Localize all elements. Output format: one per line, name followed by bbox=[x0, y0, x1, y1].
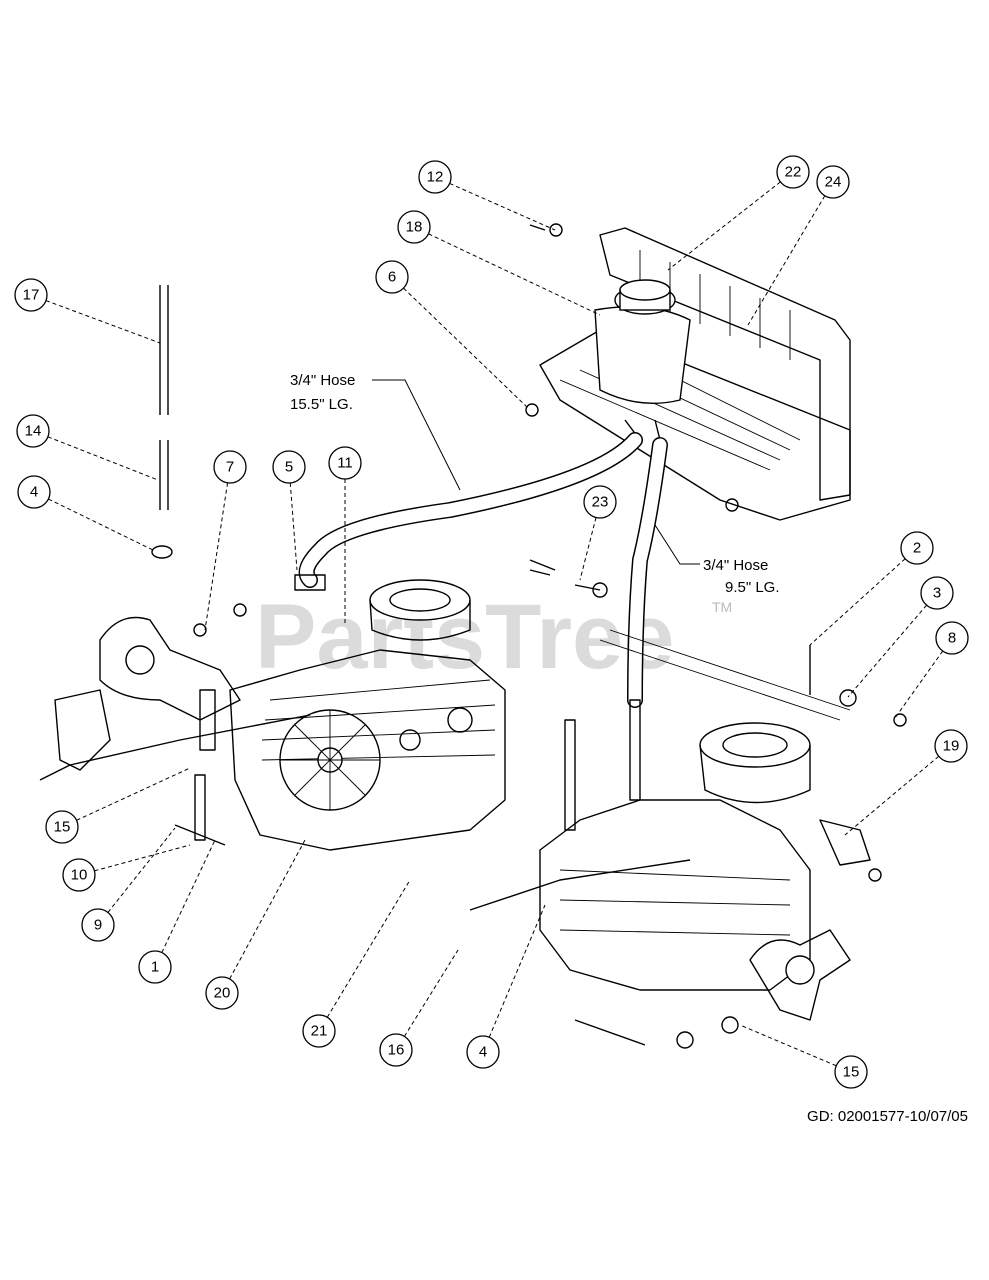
callout-circle bbox=[302, 1014, 336, 1048]
hose-short-line2: 9.5" LG. bbox=[725, 579, 780, 596]
callout-circle bbox=[375, 260, 409, 294]
callout-leader bbox=[161, 839, 216, 953]
callout-leader bbox=[894, 650, 944, 719]
callout-circle bbox=[816, 165, 850, 199]
callout-circle bbox=[16, 414, 50, 448]
callout-number: 19 bbox=[943, 738, 960, 755]
callout-number: 22 bbox=[785, 164, 802, 181]
callout-circle bbox=[213, 450, 247, 484]
callout-circle bbox=[834, 1055, 868, 1089]
callout-number: 2 bbox=[913, 540, 921, 557]
callout-leader bbox=[48, 498, 156, 552]
callout-number: 23 bbox=[592, 494, 609, 511]
callout-leader bbox=[107, 827, 176, 913]
callout-circle bbox=[466, 1035, 500, 1069]
callout-leader bbox=[403, 287, 529, 409]
callout-number: 6 bbox=[388, 269, 396, 286]
callout-circle bbox=[138, 950, 172, 984]
callout-number: 5 bbox=[285, 459, 293, 476]
callout-circle bbox=[45, 810, 79, 844]
callout-number: 15 bbox=[54, 819, 71, 836]
callout-leader bbox=[667, 181, 781, 271]
callout-circle bbox=[397, 210, 431, 244]
callout-circle bbox=[920, 576, 954, 610]
callout-number: 18 bbox=[406, 219, 423, 236]
callout-circle bbox=[62, 858, 96, 892]
callout-circle bbox=[935, 621, 969, 655]
callout-leader bbox=[76, 767, 191, 821]
callout-number: 4 bbox=[479, 1044, 487, 1061]
hose-long-line2: 15.5" LG. bbox=[290, 396, 353, 413]
callout-number: 7 bbox=[226, 459, 234, 476]
footer-code: GD: 02001577-10/07/05 bbox=[807, 1108, 968, 1125]
callout-leader bbox=[326, 879, 411, 1018]
reservoir-assembly bbox=[539, 227, 851, 521]
callout-number: 10 bbox=[71, 867, 88, 884]
right-transaxle bbox=[469, 629, 871, 1046]
callout-circle bbox=[900, 531, 934, 565]
callout-leader bbox=[809, 558, 906, 646]
hoses bbox=[294, 432, 668, 708]
callout-leader bbox=[739, 1024, 837, 1067]
callout-leader bbox=[94, 844, 191, 872]
callout-leader bbox=[488, 904, 546, 1038]
callout-number: 21 bbox=[311, 1023, 328, 1040]
callout-leader bbox=[204, 482, 229, 631]
callout-number: 24 bbox=[825, 174, 842, 191]
callout-circle bbox=[272, 450, 306, 484]
hose-short-line1: 3/4" Hose bbox=[703, 557, 768, 574]
callout-leader bbox=[449, 183, 556, 231]
callout-leader bbox=[428, 233, 601, 316]
callout-leader bbox=[847, 604, 927, 698]
callout-number: 3 bbox=[933, 585, 941, 602]
callout-circle bbox=[205, 976, 239, 1010]
callout-circle bbox=[418, 160, 452, 194]
callout-circle bbox=[776, 155, 810, 189]
callout-number: 12 bbox=[427, 169, 444, 186]
callout-circle bbox=[328, 446, 362, 480]
callout-circle bbox=[379, 1033, 413, 1067]
callout-leader bbox=[404, 949, 459, 1037]
callout-circle bbox=[81, 908, 115, 942]
callout-leader bbox=[47, 436, 159, 481]
callout-number: 8 bbox=[948, 630, 956, 647]
callout-number: 11 bbox=[337, 455, 353, 472]
callout-number: 17 bbox=[23, 287, 40, 304]
callout-leader bbox=[747, 195, 826, 326]
callout-circle bbox=[583, 485, 617, 519]
left-transaxle bbox=[39, 579, 506, 851]
trademark: TM bbox=[712, 599, 732, 615]
callout-leader bbox=[579, 517, 597, 581]
callout-circle bbox=[14, 278, 48, 312]
hose-long-line1: 3/4" Hose bbox=[290, 372, 355, 389]
callout-leader bbox=[844, 755, 940, 836]
callout-number: 15 bbox=[843, 1064, 860, 1081]
callout-leader bbox=[229, 839, 306, 980]
callout-number: 20 bbox=[214, 985, 231, 1002]
callout-circle bbox=[17, 475, 51, 509]
callout-number: 9 bbox=[94, 917, 102, 934]
callout-number: 14 bbox=[25, 423, 42, 440]
hardware bbox=[151, 223, 907, 1049]
callout-circle bbox=[934, 729, 968, 763]
hose-notes: 3/4" Hose 15.5" LG. 3/4" Hose 9.5" LG. bbox=[290, 372, 780, 596]
callout-number: 16 bbox=[388, 1042, 405, 1059]
callout-leader bbox=[289, 482, 298, 571]
callout-number: 1 bbox=[151, 959, 159, 976]
callout-leader bbox=[45, 300, 161, 344]
callout-number: 4 bbox=[30, 484, 38, 501]
